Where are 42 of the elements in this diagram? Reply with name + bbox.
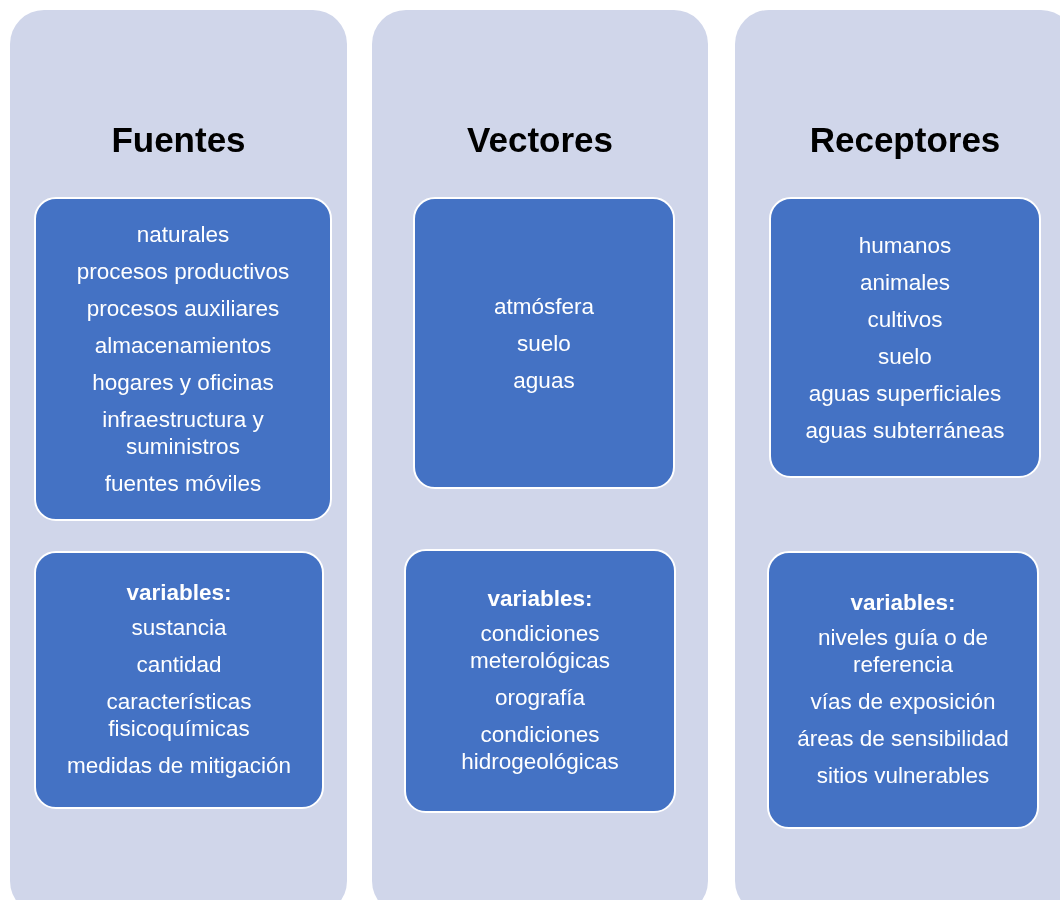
content-box [767,551,1039,829]
content-box [413,197,675,489]
box-heading: variables: [126,579,232,606]
column-panel [735,10,1060,900]
column-panel [10,10,347,900]
content-box [34,197,332,521]
list-item: sustancia [131,614,227,641]
column-title: Vectores [466,120,614,160]
list-item: medidas de mitigación [67,752,291,779]
list-item: humanos [858,231,952,259]
box-heading: variables: [487,585,593,612]
list-item: sitios vulnerables [816,762,990,789]
list-item: atmósfera [493,292,594,320]
list-item: naturales [136,221,230,248]
list-item: hogares y oficinas [92,369,274,396]
list-item: cantidad [136,651,222,678]
list-item: procesos auxiliares [86,295,280,322]
content-box [404,549,676,813]
content-box [34,551,324,809]
list-item: vías de exposición [810,688,996,715]
list-item: niveles guía o de referencia [816,624,990,678]
content-box [769,197,1041,478]
column-panel [372,10,708,900]
list-item: aguas superficiales [808,379,1002,407]
list-item: características fisicoquímicas [105,688,253,742]
list-item: condiciones hidrogeológicas [460,721,620,775]
column-title: Receptores [808,120,1002,160]
list-item: suelo [878,342,932,370]
list-item: suelo [517,329,571,357]
list-item: áreas de sensibilidad [797,725,1009,752]
list-item: orografía [494,684,586,711]
list-item: almacenamientos [94,332,272,359]
list-item: animales [859,268,950,296]
list-item: aguas [513,366,575,394]
column-title: Fuentes [110,120,247,160]
list-item: aguas subterráneas [805,416,1005,444]
list-item: procesos productivos [76,258,290,285]
list-item: fuentes móviles [104,470,262,497]
list-item: condiciones meterológicas [468,620,612,674]
list-item: infraestructura y suministros [101,406,265,460]
list-item: cultivos [867,305,943,333]
box-heading: variables: [850,589,956,616]
